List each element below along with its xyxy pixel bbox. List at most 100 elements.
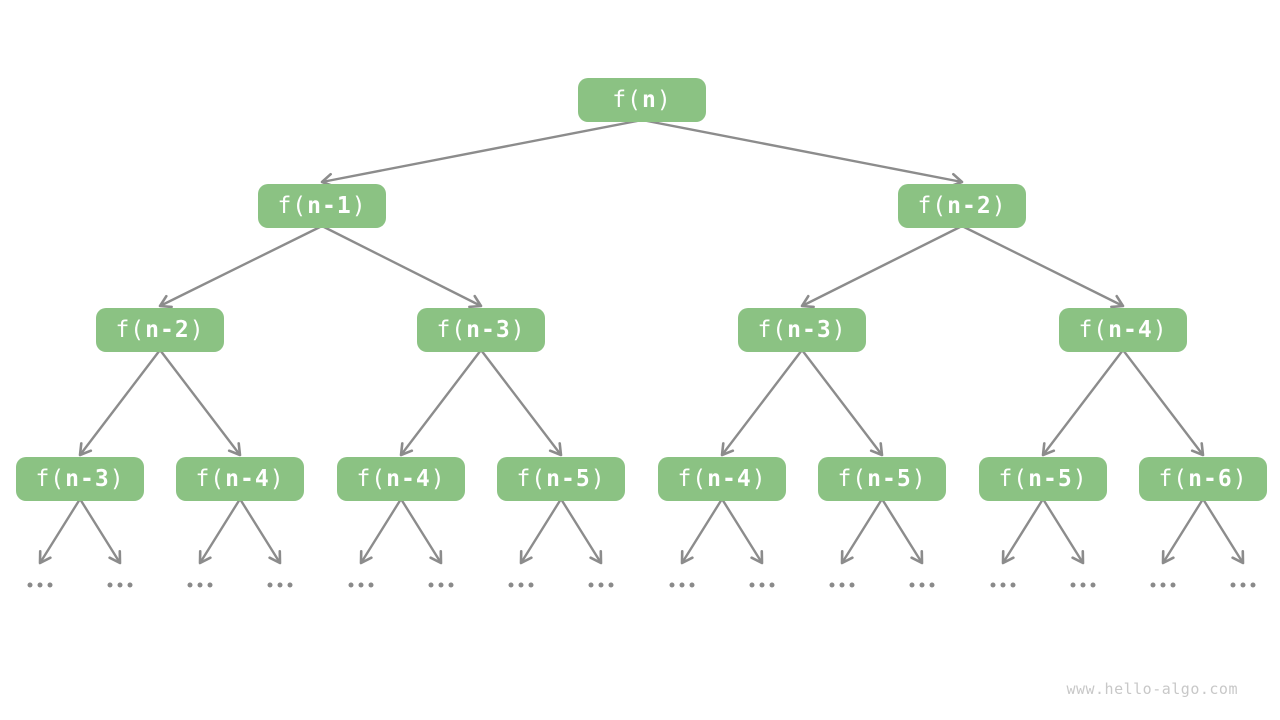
node-label-arg: n-5 bbox=[546, 466, 591, 492]
ellipsis-dot bbox=[849, 582, 855, 588]
node-label-prefix: f( bbox=[35, 466, 66, 492]
tree-edge bbox=[158, 224, 323, 309]
tree-node: f(n-4) bbox=[1059, 308, 1187, 352]
tree-node: f(n-5) bbox=[818, 457, 946, 501]
ellipsis-dot bbox=[438, 582, 444, 588]
tree-edge bbox=[38, 498, 82, 565]
node-label-arg: n-2 bbox=[947, 193, 992, 219]
node-label-arg: n bbox=[641, 87, 657, 113]
ellipsis-dot bbox=[929, 582, 935, 588]
ellipsis-dot bbox=[368, 582, 374, 588]
ellipsis-dot bbox=[598, 582, 604, 588]
node-label-prefix: f( bbox=[612, 87, 642, 113]
ellipsis-dot bbox=[117, 582, 123, 588]
tree-node: f(n-1) bbox=[258, 184, 386, 228]
node-label-suffix: ) bbox=[109, 466, 125, 492]
ellipsis-dot bbox=[679, 582, 685, 588]
node-label-arg: n-4 bbox=[386, 466, 431, 492]
tree-node: f(n-4) bbox=[658, 457, 786, 501]
node-label-suffix: ) bbox=[911, 466, 927, 492]
tree-node: f(n-4) bbox=[176, 457, 304, 501]
ellipsis-dot bbox=[448, 582, 454, 588]
ellipsis bbox=[909, 582, 935, 588]
ellipsis-dot bbox=[127, 582, 133, 588]
node-label-arg: n-4 bbox=[707, 466, 752, 492]
ellipsis-dot bbox=[1240, 582, 1246, 588]
tree-edge bbox=[720, 349, 803, 457]
ellipsis-dot bbox=[207, 582, 213, 588]
ellipsis bbox=[508, 582, 534, 588]
ellipsis-dot bbox=[528, 582, 534, 588]
ellipsis-dot bbox=[1150, 582, 1156, 588]
node-label-suffix: ) bbox=[510, 317, 526, 343]
ellipsis-dot bbox=[839, 582, 845, 588]
ellipsis-dot bbox=[187, 582, 193, 588]
ellipsis-dot bbox=[428, 582, 434, 588]
tree-edge bbox=[1041, 498, 1085, 565]
ellipsis-dot bbox=[909, 582, 915, 588]
tree-node: f(n) bbox=[578, 78, 706, 122]
ellipsis-dot bbox=[267, 582, 273, 588]
node-label-arg: n-5 bbox=[1028, 466, 1073, 492]
ellipsis-dot bbox=[990, 582, 996, 588]
ellipsis-dot bbox=[37, 582, 43, 588]
tree-edge bbox=[559, 498, 603, 565]
tree-edge bbox=[320, 118, 643, 188]
ellipsis-dot bbox=[588, 582, 594, 588]
tree-node: f(n-5) bbox=[979, 457, 1107, 501]
tree-edge bbox=[1001, 498, 1045, 565]
node-label-arg: n-6 bbox=[1188, 466, 1233, 492]
ellipsis-dot bbox=[769, 582, 775, 588]
ellipsis bbox=[107, 582, 133, 588]
tree-node: f(n-4) bbox=[337, 457, 465, 501]
node-label-prefix: f( bbox=[757, 317, 788, 343]
tree-edge bbox=[1122, 349, 1205, 457]
tree-edge bbox=[78, 349, 161, 457]
node-label-prefix: f( bbox=[436, 317, 467, 343]
tree-edge bbox=[399, 349, 482, 457]
ellipsis-dot bbox=[1160, 582, 1166, 588]
tree-edge bbox=[78, 498, 122, 565]
tree-node: f(n-5) bbox=[497, 457, 625, 501]
node-label-suffix: ) bbox=[269, 466, 285, 492]
ellipsis-dot bbox=[689, 582, 695, 588]
ellipsis bbox=[669, 582, 695, 588]
ellipsis-dot bbox=[1250, 582, 1256, 588]
node-label-suffix: ) bbox=[1232, 466, 1248, 492]
ellipsis-dot bbox=[277, 582, 283, 588]
node-label-arg: n-4 bbox=[1108, 317, 1153, 343]
node-label-suffix: ) bbox=[831, 317, 847, 343]
node-label-suffix: ) bbox=[430, 466, 446, 492]
tree-edge bbox=[880, 498, 924, 565]
node-label-prefix: f( bbox=[837, 466, 868, 492]
node-label-prefix: f( bbox=[115, 317, 146, 343]
ellipsis-dot bbox=[107, 582, 113, 588]
ellipsis-dot bbox=[1010, 582, 1016, 588]
ellipsis bbox=[1150, 582, 1176, 588]
ellipsis-dot bbox=[749, 582, 755, 588]
ellipsis-dot bbox=[919, 582, 925, 588]
tree-edge bbox=[961, 224, 1125, 309]
ellipsis-dot bbox=[287, 582, 293, 588]
ellipsis-dot bbox=[1070, 582, 1076, 588]
node-label-arg: n-3 bbox=[787, 317, 832, 343]
ellipsis bbox=[348, 582, 374, 588]
node-label-prefix: f( bbox=[1078, 317, 1109, 343]
node-label-suffix: ) bbox=[991, 193, 1007, 219]
ellipsis-dot bbox=[1080, 582, 1086, 588]
tree-edge bbox=[800, 224, 963, 309]
ellipsis-dot bbox=[608, 582, 614, 588]
node-label-prefix: f( bbox=[356, 466, 387, 492]
ellipsis-dot bbox=[759, 582, 765, 588]
ellipsis bbox=[187, 582, 213, 588]
tree-node: f(n-2) bbox=[898, 184, 1026, 228]
ellipsis-dot bbox=[1000, 582, 1006, 588]
ellipsis-dot bbox=[348, 582, 354, 588]
node-label-arg: n-1 bbox=[307, 193, 352, 219]
node-label-suffix: ) bbox=[590, 466, 606, 492]
node-label-prefix: f( bbox=[277, 193, 308, 219]
node-label-suffix: ) bbox=[1072, 466, 1088, 492]
ellipsis bbox=[749, 582, 775, 588]
tree-node: f(n-3) bbox=[16, 457, 144, 501]
